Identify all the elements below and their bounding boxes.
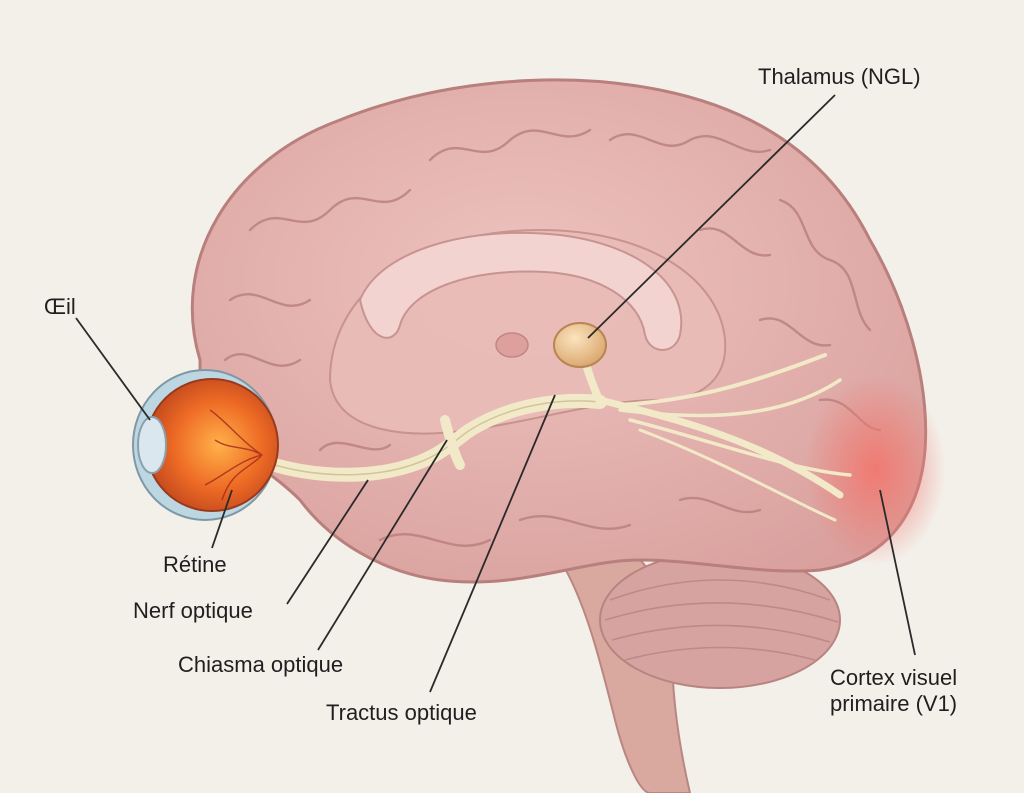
thalamus-lgn bbox=[553, 322, 607, 368]
leader-visual-cortex bbox=[879, 489, 916, 656]
optic-radiations bbox=[596, 353, 852, 522]
label-optic-chiasm: Chiasma optique bbox=[178, 652, 344, 677]
leader-thalamus bbox=[587, 94, 836, 339]
visual-cortex-region bbox=[805, 375, 945, 565]
label-optic-nerve: Nerf optique bbox=[133, 598, 253, 623]
leader-optic-nerve bbox=[286, 479, 369, 605]
label-visual-cortex: Cortex visuel primaire (V1) bbox=[830, 665, 957, 717]
label-visual-cortex-line2: primaire (V1) bbox=[830, 691, 958, 716]
cerebellum bbox=[599, 551, 841, 689]
leader-retina bbox=[211, 489, 233, 549]
leader-eye bbox=[75, 317, 151, 421]
leader-optic-chiasm bbox=[317, 439, 448, 651]
label-eye: Œil bbox=[44, 294, 76, 319]
label-visual-cortex-line1: Cortex visuel bbox=[830, 665, 958, 690]
label-thalamus: Thalamus (NGL) bbox=[758, 64, 921, 89]
label-optic-tract: Tractus optique bbox=[326, 700, 477, 725]
leader-optic-tract bbox=[429, 394, 556, 693]
corpus-callosum bbox=[358, 231, 683, 351]
label-retina: Rétine bbox=[163, 552, 227, 577]
eye-illustration bbox=[132, 369, 279, 521]
